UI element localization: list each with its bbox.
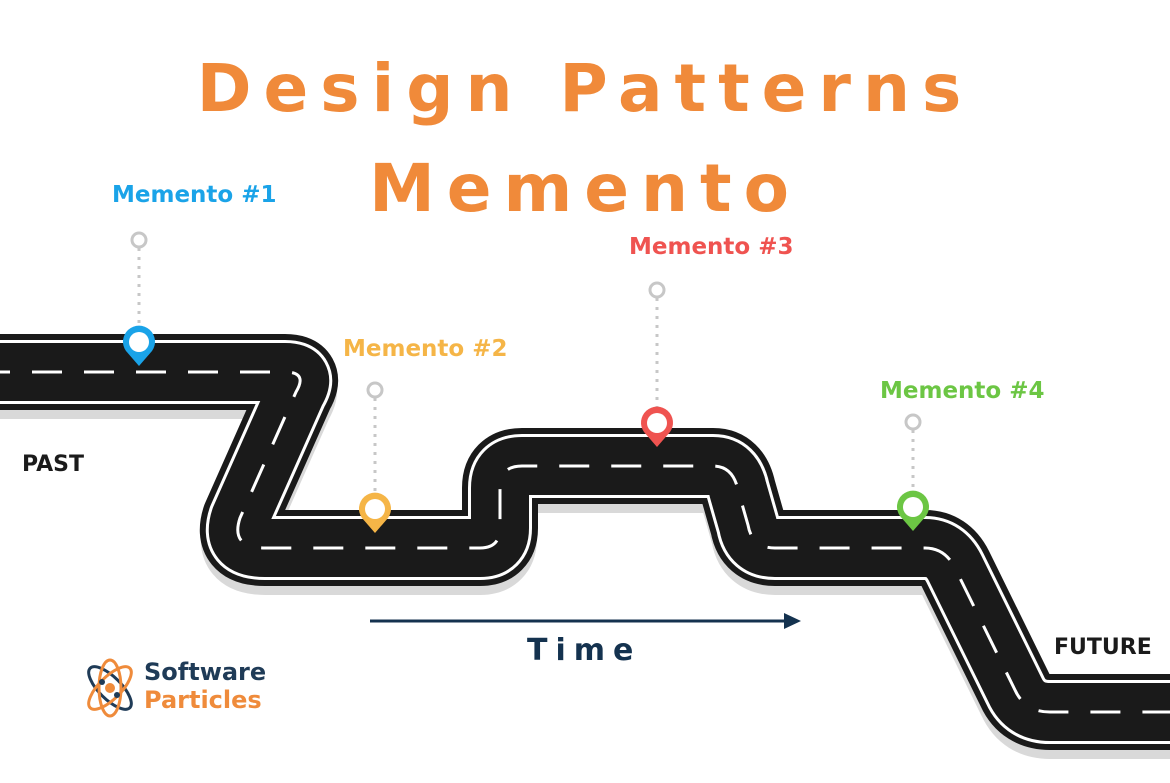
- pin-top-dot: [366, 381, 384, 399]
- title-line-2: Memento: [369, 150, 801, 227]
- pin-top-dot: [648, 281, 666, 299]
- memento-1-pin: [122, 231, 156, 366]
- memento-4-label: Memento #4: [880, 378, 1045, 404]
- past-label: PAST: [22, 452, 84, 477]
- logo-word-software: Software: [144, 658, 267, 686]
- memento-1-label: Memento #1: [112, 182, 277, 208]
- pin-center: [647, 413, 667, 433]
- pin-center: [903, 497, 923, 517]
- pin-center: [129, 332, 149, 352]
- logo-word-particles: Particles: [144, 686, 262, 714]
- pin-top-dot: [130, 231, 148, 249]
- memento-3-pin: [641, 281, 673, 447]
- title-line-1: Design Patterns: [196, 50, 974, 127]
- time-arrow: [370, 613, 801, 629]
- memento-4-pin: [897, 413, 930, 531]
- memento-3-label: Memento #3: [629, 234, 794, 260]
- atom-icon: [87, 658, 133, 718]
- road: [0, 334, 1170, 759]
- future-label: FUTURE: [1054, 635, 1152, 660]
- road-center-dashes: [0, 370, 1170, 714]
- memento-2-pin: [359, 381, 392, 533]
- time-label: Time: [527, 633, 642, 668]
- pin-center: [365, 499, 385, 519]
- software-particles-logo: Software Particles: [78, 652, 298, 722]
- memento-2-label: Memento #2: [343, 336, 508, 362]
- pin-top-dot: [904, 413, 922, 431]
